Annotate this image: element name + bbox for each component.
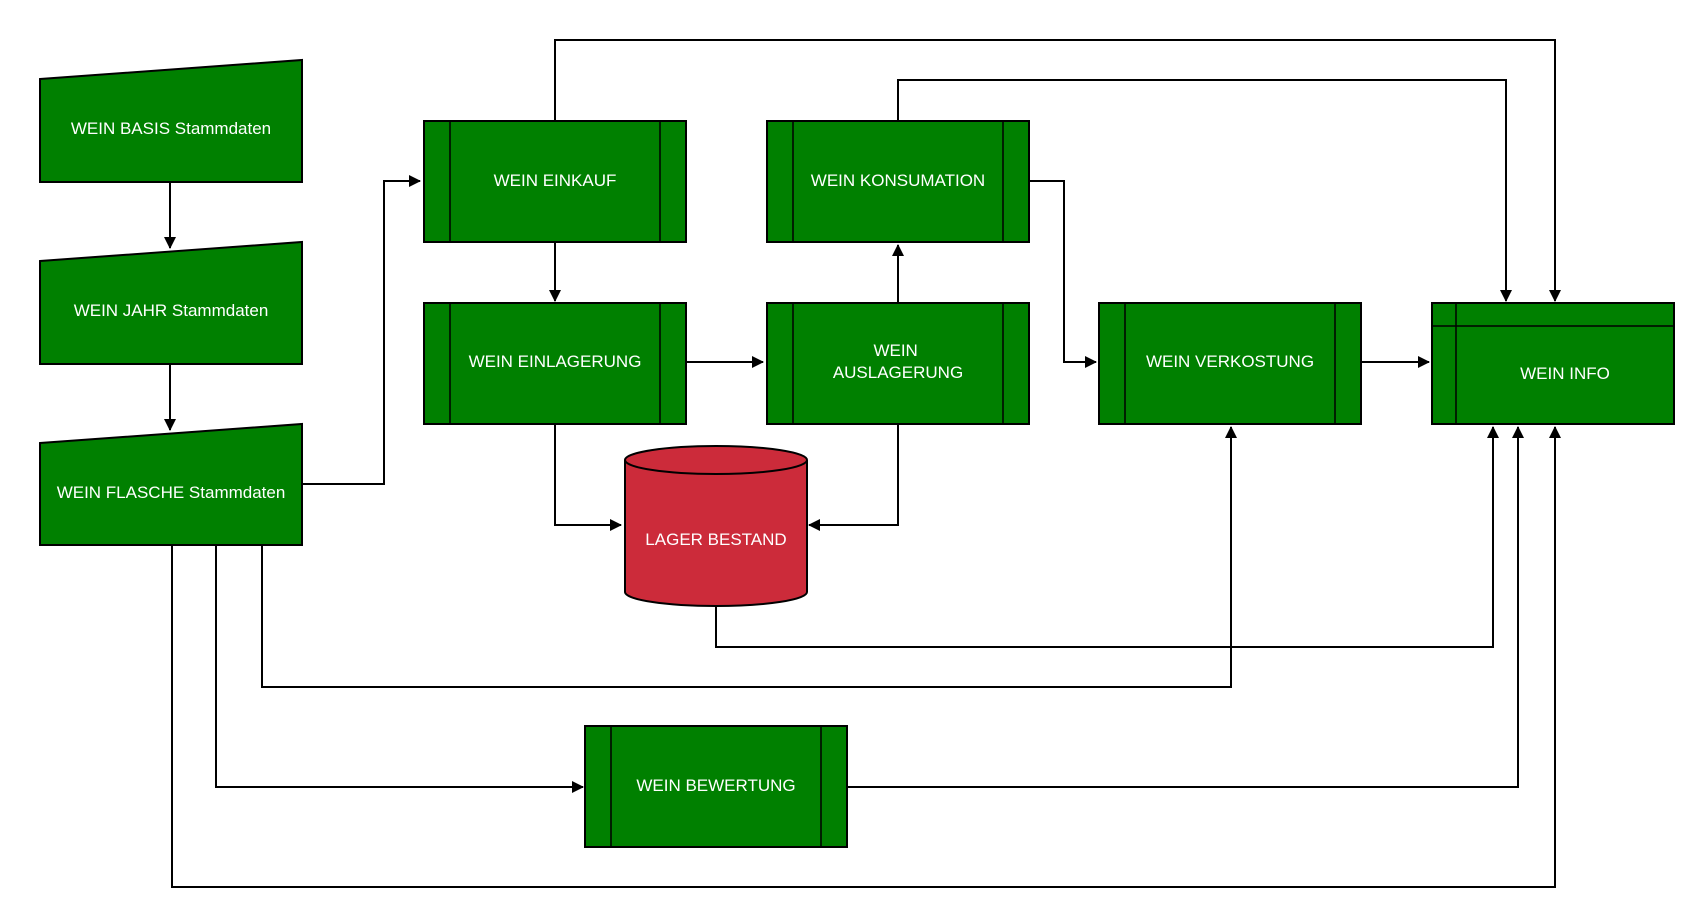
process-shape: [584, 725, 848, 848]
edge-flasche-to-bewertung: [215, 545, 584, 793]
node-wein-info: WEIN INFO: [1431, 302, 1675, 425]
node-label: WEIN AUSLAGERUNG: [833, 341, 963, 382]
process-shape: [766, 302, 1030, 425]
edge-bewertung-to-info: [848, 426, 1524, 788]
node-label: WEIN VERKOSTUNG: [1146, 352, 1314, 371]
edge-einkauf-to-info: [554, 39, 1561, 302]
node-wein-flasche-stammdaten: WEIN FLASCHE Stammdaten: [39, 422, 303, 546]
edge-lager-to-info: [715, 426, 1499, 648]
node-label: WEIN EINLAGERUNG: [469, 352, 642, 371]
edge-flasche-to-info: [171, 426, 1561, 888]
node-label: WEIN INFO: [1520, 364, 1610, 383]
node-wein-bewertung: WEIN BEWERTUNG: [584, 725, 848, 848]
node-label: WEIN BEWERTUNG: [636, 776, 795, 795]
process-shape: [1098, 302, 1362, 425]
node-wein-basis-stammdaten: WEIN BASIS Stammdaten: [39, 58, 303, 183]
edge-konsumation-to-info: [897, 79, 1512, 302]
internal-storage-shape: [1431, 302, 1675, 425]
node-label: LAGER BESTAND: [645, 530, 786, 549]
node-wein-jahr-stammdaten: WEIN JAHR Stammdaten: [39, 240, 303, 365]
manual-input-shape: [39, 422, 303, 546]
node-wein-einkauf: WEIN EINKAUF: [423, 120, 687, 243]
node-label: WEIN BASIS Stammdaten: [71, 119, 271, 138]
manual-input-shape: [39, 58, 303, 183]
edge-konsumation-to-verkostung: [1030, 180, 1097, 368]
database-cylinder-top: [624, 445, 808, 475]
manual-input-shape: [39, 240, 303, 365]
node-lager-bestand: LAGER BESTAND: [624, 445, 808, 607]
node-label: WEIN FLASCHE Stammdaten: [57, 483, 286, 502]
edge-flasche-to-verkostung: [261, 426, 1237, 688]
edge-auslagerung-to-lager: [808, 424, 899, 531]
node-wein-einlagerung: WEIN EINLAGERUNG: [423, 302, 687, 425]
node-wein-konsumation: WEIN KONSUMATION: [766, 120, 1030, 243]
node-label: WEIN KONSUMATION: [811, 171, 985, 190]
node-label: WEIN JAHR Stammdaten: [74, 301, 269, 320]
edge-flasche-to-einkauf: [302, 175, 421, 485]
process-shape: [766, 120, 1030, 243]
node-wein-auslagerung: WEIN AUSLAGERUNG: [766, 302, 1030, 425]
connectors: [164, 39, 1561, 888]
process-shape: [423, 302, 687, 425]
database-cylinder-body: [624, 460, 808, 607]
node-label: WEIN EINKAUF: [494, 171, 617, 190]
edge-einlagerung-to-lager: [554, 424, 622, 531]
node-wein-verkostung: WEIN VERKOSTUNG: [1098, 302, 1362, 425]
process-shape: [423, 120, 687, 243]
